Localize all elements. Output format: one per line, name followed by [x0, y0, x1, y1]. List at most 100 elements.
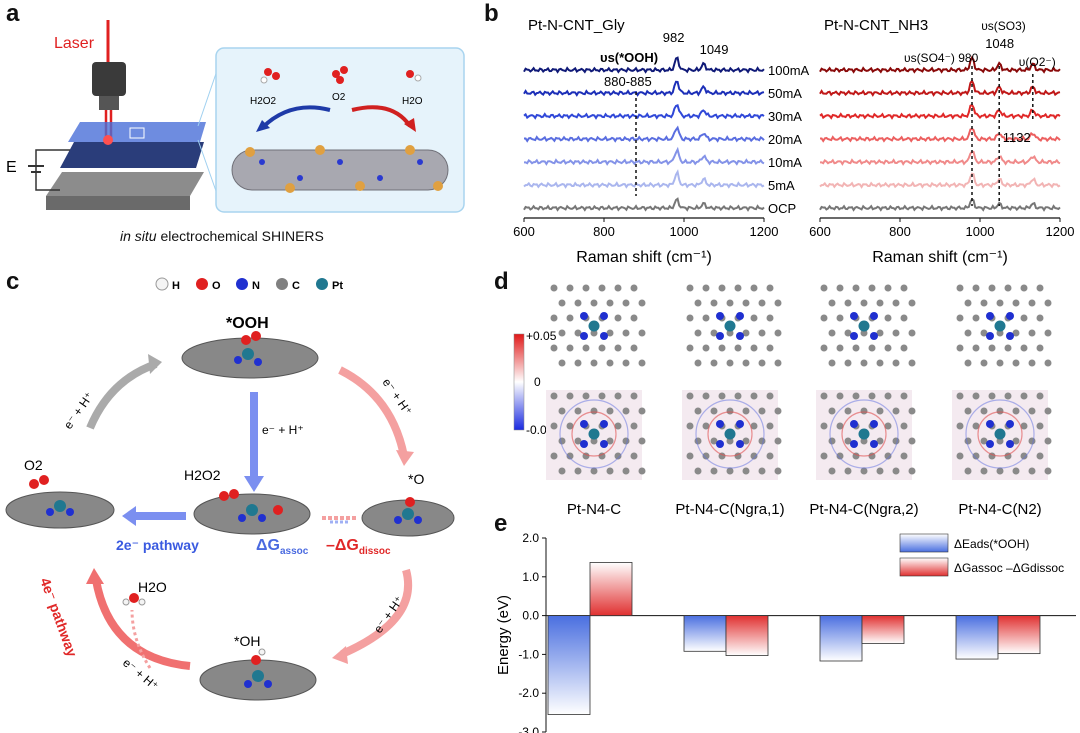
y-tick-label: -3.0: [518, 725, 539, 733]
raman-trace: [524, 125, 765, 143]
energy-bar: [861, 615, 905, 644]
raman-series-label: 10mA: [768, 155, 802, 170]
legend-swatch: [899, 557, 949, 577]
atomic-structure: [550, 284, 646, 367]
slab-o: [361, 497, 455, 537]
panel-a-letter: a: [6, 0, 20, 27]
raman-tick-label: 1000: [966, 224, 995, 239]
slab-h2o2: [193, 489, 311, 535]
y-tick-label: 1.0: [522, 570, 539, 584]
peak-label: υs(SO4⁻) 980: [904, 51, 979, 65]
y-tick-label: 2.0: [522, 531, 539, 545]
peak-label: υs(*OOH): [600, 50, 658, 65]
raman-trace: [523, 56, 765, 74]
peak-label: υ(O2⁻): [1019, 55, 1056, 69]
arrow-o2-to-ooh-icon: [86, 360, 158, 430]
raman-trace: [820, 150, 1061, 166]
electrode-plate: [60, 142, 204, 168]
arrow-2e-icon: [260, 105, 331, 130]
raman-trace: [819, 103, 1061, 120]
arrow-o-to-oh-icon: [340, 568, 413, 658]
arrow-4e-pathway-icon: [92, 579, 191, 670]
label-2e-pathway: 2e⁻ pathway: [116, 537, 199, 553]
h2o-label: H2O: [402, 96, 423, 107]
y-tick-label: -1.0: [518, 647, 539, 661]
legend-n: N: [252, 280, 260, 292]
energy-bar: [997, 615, 1041, 655]
peak-label: 1132: [1003, 130, 1031, 145]
raman-series-label: 30mA: [768, 109, 802, 124]
peak-label: 1048: [985, 36, 1014, 51]
charge-density-map: [816, 390, 916, 480]
raman-tick-label: 1200: [1046, 224, 1075, 239]
y-axis-label: Energy (eV): [495, 595, 512, 675]
label-ooh: *OOH: [226, 315, 269, 332]
panel-e-letter: e: [494, 510, 508, 537]
carbon-nanotube: [231, 149, 449, 191]
raman-tick-label: 1000: [670, 224, 699, 239]
y-tick-label: -2.0: [518, 686, 539, 700]
slab-ooh: [181, 331, 319, 379]
colorbar-max: +0.05: [526, 329, 557, 343]
raman-title-1: Pt-N-CNT_NH3: [824, 17, 928, 34]
raman-trace: [523, 197, 765, 212]
raman-title-0: Pt-N-CNT_Gly: [528, 17, 625, 34]
atom-legend: H O N C Pt: [155, 277, 343, 292]
label-4e-pathway: 4e⁻ pathway: [37, 576, 80, 660]
atomic-structure: [686, 284, 782, 367]
structure-label: Pt-N4-C(Ngra,2): [809, 501, 918, 518]
legend-o: O: [212, 280, 221, 292]
y-tick-label: 0.0: [522, 609, 539, 623]
panel-b-letter: b: [484, 0, 499, 27]
energy-bar: [547, 615, 591, 715]
panel-c-letter: c: [6, 268, 20, 295]
energy-bar-chart: 2.0 1.0 0.0 -1.0 -2.0 -3.0 Energy (eV) ΔEads(*O…: [495, 531, 1076, 733]
structure-label: Pt-N4-C: [567, 501, 621, 518]
peak-label: 880-885: [604, 74, 652, 89]
raman-tick-label: 800: [889, 224, 911, 239]
arrow-ooh-to-o-icon: [338, 366, 408, 457]
arrow-4e-icon: [351, 105, 412, 128]
legend-pt: Pt: [332, 280, 343, 292]
energy-bar: [683, 615, 727, 652]
potential-label: E: [6, 159, 17, 176]
peak-label: υs(SO3): [981, 19, 1026, 33]
h2o-molecule-icon: [122, 593, 146, 606]
raman-tick-label: 1200: [750, 224, 779, 239]
raman-trace: [523, 103, 765, 120]
raman-series-label: OCP: [768, 201, 796, 216]
legend-c: C: [292, 280, 300, 292]
raman-x-label: Raman shift (cm⁻¹): [576, 249, 712, 266]
label-h2o2: H2O2: [184, 467, 221, 483]
dg-dissoc-label: –ΔGdissoc: [326, 537, 391, 557]
panel-a-caption: in situ electrochemical SHINERS: [120, 228, 324, 244]
laser-label: Laser: [54, 35, 95, 52]
atomic-structure: [956, 284, 1052, 367]
label-h2o: H2O: [138, 579, 167, 595]
peak-label: 982: [663, 30, 685, 45]
raman-tick-label: 600: [809, 224, 831, 239]
charge-density-map: [952, 390, 1052, 480]
raman-series-label: 50mA: [768, 86, 802, 101]
label-oh: *OH: [234, 633, 260, 649]
peak-label: 1049: [700, 42, 729, 57]
structure-label: Pt-N4-C(Ngra,1): [675, 501, 784, 518]
colorbar-mid: 0: [534, 375, 541, 389]
raman-trace: [523, 169, 765, 189]
atomic-structure: [820, 284, 916, 367]
label-o2: O2: [24, 457, 43, 473]
panel-d-letter: d: [494, 268, 509, 295]
raman-trace: [819, 78, 1061, 97]
objective-lens-icon: [92, 62, 126, 96]
raman-tick-label: 800: [593, 224, 615, 239]
stage-base: [46, 172, 204, 196]
h2o2-label: H2O2: [250, 96, 277, 107]
legend-label: ΔEads(*OOH): [954, 537, 1029, 551]
energy-bar: [725, 615, 769, 656]
panel-a-illustration: Laser E O2 H2O2 H2O: [6, 20, 465, 213]
charge-density-map: [682, 390, 782, 480]
structure-label: Pt-N4-C(N2): [958, 501, 1041, 518]
legend-label: ΔGassoc –ΔGdissoc: [954, 561, 1064, 575]
raman-trace: [524, 146, 765, 166]
